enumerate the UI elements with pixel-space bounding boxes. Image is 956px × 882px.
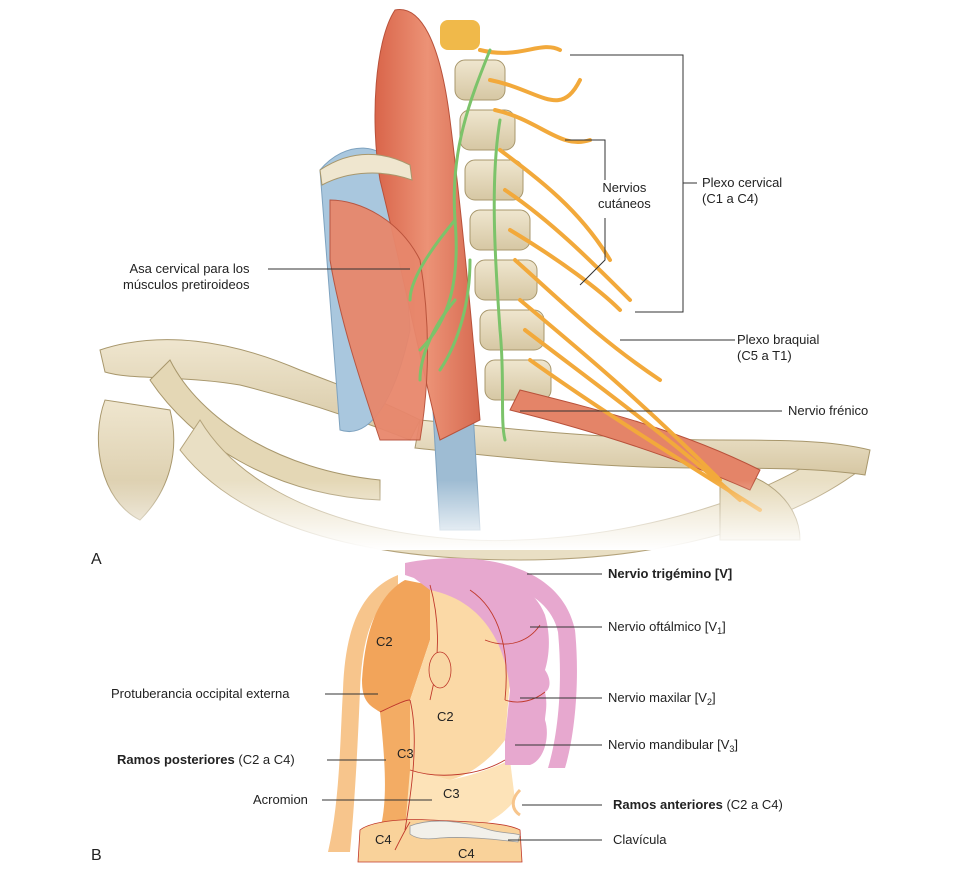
label-plexo-cervical-line2: (C1 a C4) [702, 191, 759, 206]
label-plexo-braquial: Plexo braquial (C5 a T1) [737, 332, 819, 364]
label-nervio-mandibular: Nervio mandibular [V3] [608, 737, 739, 754]
sternocleidomastoid [374, 9, 481, 441]
dermatome-c2-neck [410, 585, 510, 780]
label-nervios-cutaneos-line2: cutáneos [598, 196, 651, 211]
ansa-cervicalis [408, 48, 507, 442]
label-asa-cervical: Asa cervical para los músculos pretiroid… [123, 261, 249, 293]
panel-a-illustration [80, 9, 880, 561]
dermatome-c2-back [362, 580, 430, 712]
panel-b-letter: B [91, 847, 102, 864]
label-mandibular-sub: 3 [729, 744, 735, 754]
dermatome-tag-c4-back: C4 [375, 832, 392, 847]
dermatome-tag-c2-neck: C2 [437, 709, 454, 724]
trigeminal-face [410, 569, 550, 765]
hyoid-bone [319, 153, 413, 186]
anterior-rami-outline [511, 788, 522, 817]
label-asa-cervical-line2: músculos pretiroideos [123, 277, 250, 292]
label-ramos-anteriores: Ramos anteriores (C2 a C4) [613, 797, 783, 813]
infrahyoid-muscles [329, 199, 428, 441]
label-oftalmico-text: Nervio oftálmico [V [608, 619, 718, 634]
panel-a-letter: A [91, 551, 102, 568]
label-oftalmico-sub: 1 [717, 626, 723, 636]
label-ramos-anteriores-rest: (C2 a C4) [722, 797, 783, 812]
label-asa-cervical-line1: Asa cervical para los [129, 261, 250, 276]
label-nervios-cutaneos-line1: Nervios [602, 180, 647, 195]
dermatome-tag-c4-front: C4 [458, 846, 475, 861]
label-nervio-trigemino: Nervio trigémino [V] [608, 566, 733, 581]
dermatome-lines [379, 584, 546, 851]
label-protuberancia: Protuberancia occipital externa [111, 686, 290, 701]
label-plexo-cervical: Plexo cervical (C1 a C4) [702, 175, 782, 207]
acromion-clavicle [409, 820, 521, 843]
label-ramos-anteriores-bold: Ramos anteriores [613, 797, 723, 812]
cervical-plexus-nerves [478, 45, 762, 512]
label-nervio-oftalmico: Nervio oftálmico [V1] [608, 619, 726, 636]
panel-b-illustration [328, 558, 577, 863]
label-maxilar-end: ] [711, 690, 716, 705]
dermatome-tag-c3-back: C3 [397, 746, 414, 761]
dermatome-c3-neck [405, 760, 515, 838]
panel-b-leaders [322, 573, 602, 841]
label-oftalmico-end: ] [722, 619, 726, 634]
label-clavicula: Clavícula [613, 832, 667, 847]
label-maxilar-sub: 2 [706, 697, 712, 707]
ear [428, 651, 452, 689]
posterior-rami-outline [328, 575, 398, 852]
label-nervios-cutaneos: Nervios cutáneos [598, 180, 651, 212]
label-plexo-cervical-line1: Plexo cervical [702, 175, 783, 190]
label-ramos-posteriores-rest: (C2 a C4) [234, 752, 295, 767]
label-mandibular-end: ] [734, 737, 739, 752]
label-nervio-maxilar: Nervio maxilar [V2] [608, 690, 716, 707]
trigeminal-outline [405, 558, 577, 768]
dermatome-tag-c2-back: C2 [376, 634, 393, 649]
panel-a-leaders [268, 54, 782, 412]
label-plexo-braquial-line1: Plexo braquial [737, 332, 820, 347]
label-nervio-frenico: Nervio frénico [788, 403, 869, 418]
label-ramos-posteriores-bold: Ramos posteriores [117, 752, 235, 767]
label-maxilar-text: Nervio maxilar [V [608, 690, 707, 705]
label-plexo-braquial-line2: (C5 a T1) [737, 348, 792, 363]
label-acromion: Acromion [253, 792, 308, 807]
label-mandibular-text: Nervio mandibular [V [608, 737, 730, 752]
dermatome-tag-c3-neck: C3 [443, 786, 460, 801]
label-ramos-posteriores: Ramos posteriores (C2 a C4) [117, 752, 295, 768]
